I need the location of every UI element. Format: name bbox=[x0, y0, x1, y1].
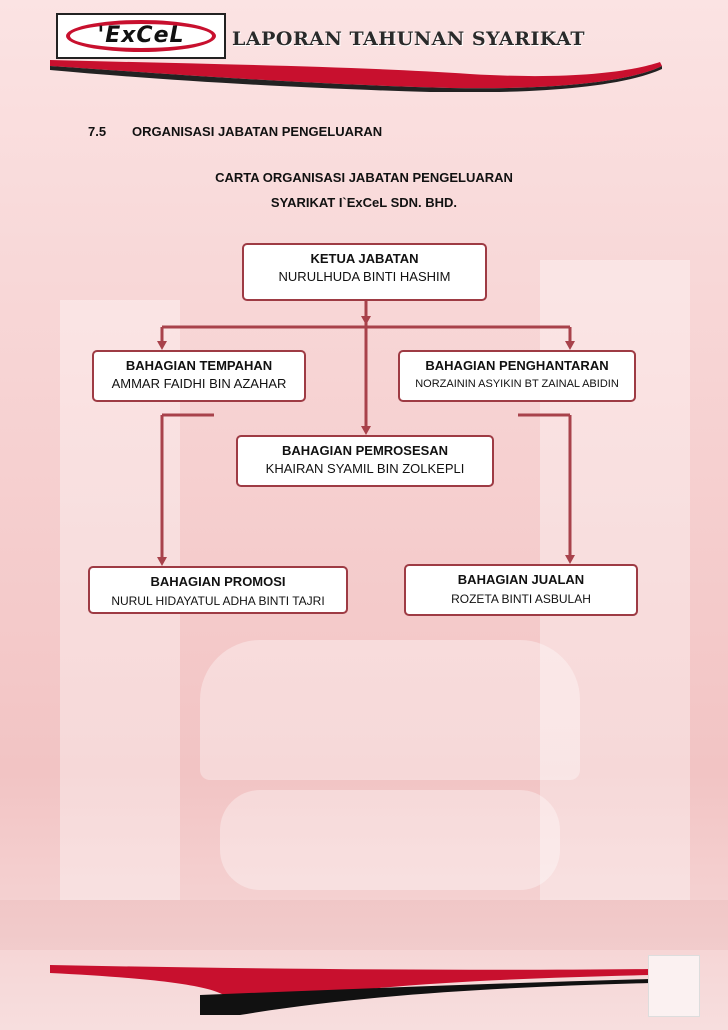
org-box-name: NURULHUDA BINTI HASHIM bbox=[278, 269, 451, 284]
arrowhead-icon bbox=[157, 341, 167, 350]
org-box-title: BAHAGIAN PEMROSESAN bbox=[281, 443, 449, 458]
logo-swoosh-icon bbox=[66, 20, 216, 52]
arrowhead-icon bbox=[361, 316, 371, 325]
org-box-penghantaran: BAHAGIAN PENGHANTARAN NORZAININ ASYIKIN … bbox=[398, 350, 636, 402]
arrowhead-icon bbox=[565, 555, 575, 564]
org-box-ketua-jabatan: KETUA JABATAN NURULHUDA BINTI HASHIM bbox=[242, 243, 487, 301]
org-box-name: KHAIRAN SYAMIL BIN ZOLKEPLI bbox=[265, 461, 465, 476]
org-box-promosi: BAHAGIAN PROMOSI NURUL HIDAYATUL ADHA BI… bbox=[88, 566, 348, 614]
org-box-name: ROZETA BINTI ASBULAH bbox=[451, 592, 591, 606]
org-box-name: AMMAR FAIDHI BIN AZAHAR bbox=[111, 376, 287, 391]
org-box-tempahan: BAHAGIAN TEMPAHAN AMMAR FAIDHI BIN AZAHA… bbox=[92, 350, 306, 402]
chart-subtitle: SYARIKAT I`ExCeL SDN. BHD. bbox=[270, 195, 458, 210]
chart-title: CARTA ORGANISASI JABATAN PENGELUARAN bbox=[215, 170, 513, 185]
arrowhead-icon bbox=[361, 426, 371, 435]
report-title: LAPORAN TAHUNAN SYARIKAT bbox=[232, 28, 585, 50]
background-building bbox=[220, 790, 560, 890]
logo-text: 'ExCeL bbox=[97, 23, 185, 48]
header-swoosh-decoration bbox=[50, 60, 662, 92]
page-number-tab bbox=[648, 955, 700, 1017]
section-number: 7.5 bbox=[88, 124, 107, 139]
org-box-jualan: BAHAGIAN JUALAN ROZETA BINTI ASBULAH bbox=[404, 564, 638, 616]
arrowhead-icon bbox=[157, 557, 167, 566]
org-box-title: BAHAGIAN PROMOSI bbox=[150, 574, 286, 589]
background-line bbox=[0, 900, 728, 950]
org-box-title: BAHAGIAN JUALAN bbox=[457, 572, 585, 587]
footer-swoosh-decoration bbox=[50, 965, 650, 1015]
org-box-pemrosesan: BAHAGIAN PEMROSESAN KHAIRAN SYAMIL BIN Z… bbox=[236, 435, 494, 487]
org-box-name: NORZAININ ASYIKIN BT ZAINAL ABIDIN bbox=[415, 378, 619, 390]
company-logo: 'ExCeL bbox=[56, 13, 226, 59]
section-title: ORGANISASI JABATAN PENGELUARAN bbox=[132, 124, 383, 139]
org-box-title: BAHAGIAN TEMPAHAN bbox=[125, 358, 273, 373]
org-box-title: BAHAGIAN PENGHANTARAN bbox=[425, 358, 609, 373]
arrowhead-icon bbox=[565, 341, 575, 350]
org-box-title: KETUA JABATAN bbox=[310, 251, 419, 266]
background-building bbox=[200, 640, 580, 780]
org-box-name: NURUL HIDAYATUL ADHA BINTI TAJRI bbox=[111, 594, 325, 608]
